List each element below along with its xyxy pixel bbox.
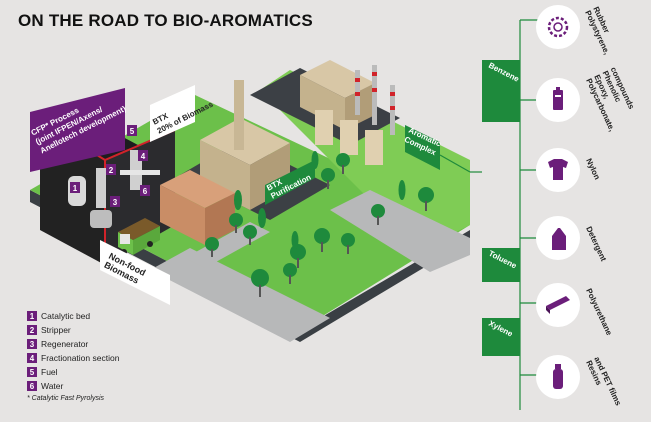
product-label-polycarbonate: Polycarbonate, Epoxy, Phenolic compounds <box>584 66 642 135</box>
gear-icon <box>547 16 569 38</box>
non-food-banner <box>100 240 170 305</box>
legend-label: Catalytic bed <box>41 311 91 321</box>
btx-building-top <box>200 118 290 165</box>
branch-xylene: Xylene <box>482 318 520 356</box>
stripper <box>96 168 106 208</box>
marker-2: 2 <box>106 164 116 175</box>
legend-item: 2 Stripper <box>27 324 71 336</box>
page-title: ON THE ROAD TO BIO-AROMATICS <box>18 11 313 30</box>
trees <box>205 151 434 297</box>
legend-item: 5 Fuel <box>27 366 58 378</box>
bottle-icon <box>553 364 563 389</box>
aromatic-building-left <box>300 75 345 130</box>
chimney-2 <box>372 65 377 125</box>
svg-text:3: 3 <box>113 198 118 207</box>
btx-tower <box>234 80 244 150</box>
foam-sheet-icon <box>546 296 570 314</box>
svg-text:5: 5 <box>130 127 135 136</box>
branch-toluene: Toluene <box>482 248 520 282</box>
legend-label: Fractionation section <box>41 353 120 363</box>
legend-number: 4 <box>27 353 37 363</box>
detergent-bottle-icon <box>552 228 566 250</box>
marker-1: 1 <box>70 182 80 193</box>
legend-item: 6 Water <box>27 380 63 392</box>
shirt-icon <box>548 159 568 180</box>
btx-biomass-banner <box>150 85 195 142</box>
storage-tank-2 <box>340 120 358 155</box>
legend-number: 6 <box>27 381 37 391</box>
building-2-left <box>160 185 205 245</box>
legend-number: 2 <box>27 325 37 335</box>
product-label-resins: Resins and PET films <box>584 355 623 411</box>
legend-number: 1 <box>27 311 37 321</box>
storage-tank-3 <box>365 130 383 165</box>
building-2-right <box>205 193 235 245</box>
legend-label: Fuel <box>41 367 58 377</box>
btx-purification-sign <box>265 160 315 205</box>
legend-label: Water <box>41 381 64 391</box>
legend-item: 1 Catalytic bed <box>27 310 90 322</box>
building-2-top <box>160 170 235 208</box>
svg-text:1: 1 <box>73 184 78 193</box>
platform-edge <box>30 190 470 342</box>
legend-item: 3 Regenerator <box>27 338 88 350</box>
legend-number: 3 <box>27 339 37 349</box>
product-label-polystyrene: Polystyrene, Rubber <box>583 5 620 58</box>
battery-icon <box>553 87 563 110</box>
legend-item: 4 Fractionation section <box>27 352 119 364</box>
marker-6: 6 <box>140 185 150 196</box>
product-label-polyurethane: Polyurethane <box>584 287 614 337</box>
road-main <box>150 248 330 342</box>
svg-text:2: 2 <box>109 166 114 175</box>
marker-5: 5 <box>127 125 137 136</box>
truck <box>118 218 160 255</box>
aromatic-connector <box>439 154 471 173</box>
product-label-nylon: Nylon <box>584 157 602 181</box>
regenerator <box>90 210 112 228</box>
storage-tank-1 <box>315 110 333 145</box>
svg-text:6: 6 <box>143 187 148 196</box>
marker-4: 4 <box>138 150 148 161</box>
marker-3: 3 <box>110 196 120 207</box>
svg-text:4: 4 <box>141 152 146 161</box>
cfp-banner <box>30 88 125 172</box>
aromatic-complex-sign <box>405 125 440 170</box>
pipe <box>120 170 160 175</box>
legend-number: 5 <box>27 367 37 377</box>
product-label-detergent: Detergent <box>584 225 608 263</box>
footnote: * Catalytic Fast Pyrolysis <box>27 395 105 402</box>
road-right <box>330 190 470 272</box>
legend-label: Regenerator <box>41 339 89 349</box>
legend-label: Stripper <box>41 325 71 335</box>
branch-benzene: Benzene <box>482 60 521 122</box>
